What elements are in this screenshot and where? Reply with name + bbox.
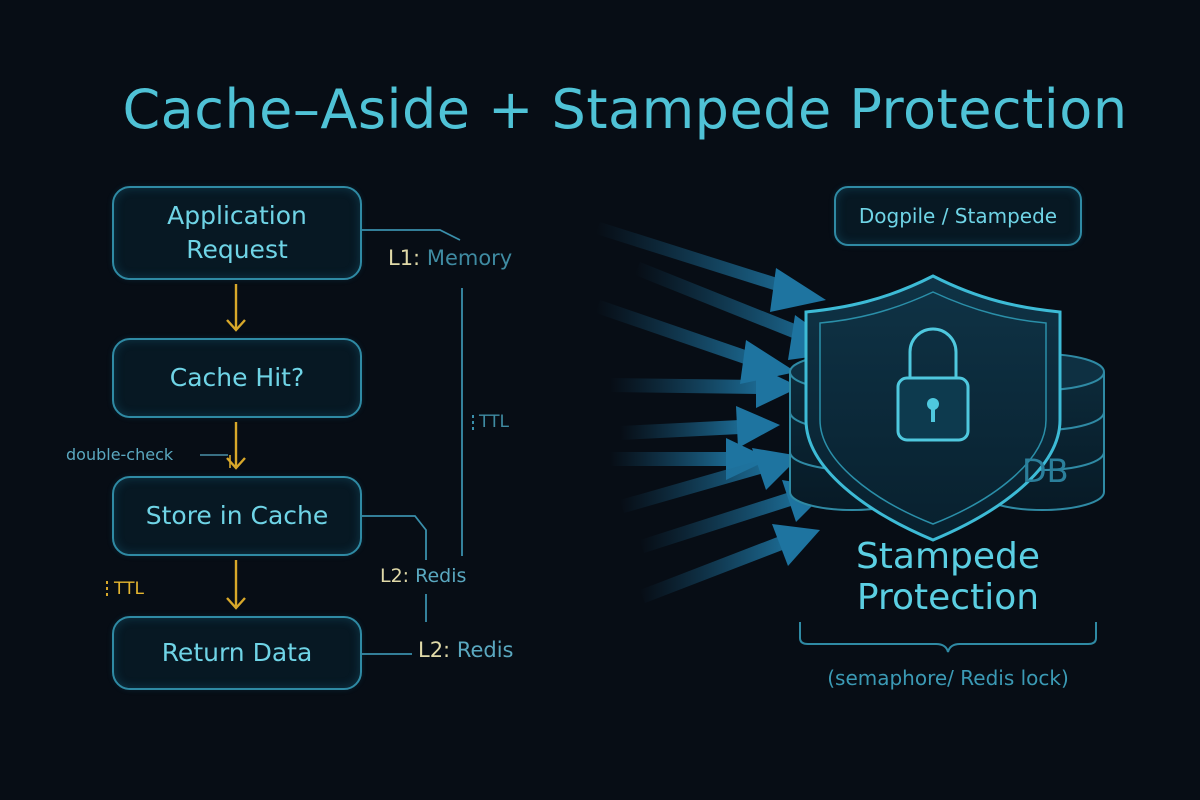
dogpile-stampede-label: Dogpile / Stampede — [858, 203, 1058, 228]
node-cache-hit-label: Cache Hit? — [169, 363, 305, 393]
incoming-request-arrows — [596, 222, 846, 603]
flow-arrow-1 — [226, 284, 246, 332]
stampede-protection-line-2: Protection — [856, 577, 1040, 619]
l2-upper-connector — [362, 515, 427, 622]
ttl-left-dots — [106, 581, 108, 596]
db-label: DB — [1022, 452, 1069, 490]
node-store-in-cache: Store in Cache — [112, 476, 362, 556]
node-application-request-line-2: Request — [186, 235, 288, 264]
l1-prefix: L1: — [388, 246, 421, 270]
stampede-protection-title: Stampede Protection — [800, 536, 1096, 619]
ttl-mid-label: TTL — [479, 412, 509, 432]
l1-memory-label: L1: Memory — [388, 246, 512, 270]
node-return-data: Return Data — [112, 616, 362, 690]
l1-name: Memory — [426, 246, 513, 270]
node-return-data-label: Return Data — [161, 638, 313, 668]
double-check-label: double-check — [66, 445, 174, 464]
flow-arrow-3 — [226, 560, 246, 610]
request-arrow — [620, 448, 800, 513]
request-arrow — [596, 222, 826, 312]
request-arrow — [596, 300, 796, 384]
protection-mechanism-label: (semaphore/ Redis lock) — [827, 666, 1069, 690]
node-application-request: Application Request — [112, 186, 362, 280]
l2-lower-prefix: L2: — [418, 638, 451, 662]
diagram-title: Cache–Aside + Stampede Protection — [122, 78, 1128, 141]
l1-connector — [362, 229, 463, 556]
lock-icon — [896, 327, 970, 442]
l2-lower-name: Redis — [456, 638, 514, 662]
request-arrow — [620, 406, 780, 448]
l2-lower-label: L2: Redis — [418, 638, 514, 662]
l2-upper-name: Redis — [415, 565, 467, 587]
node-store-in-cache-label: Store in Cache — [145, 501, 329, 531]
l2-upper-prefix: L2: — [380, 565, 410, 587]
l2-upper-label: L2: Redis — [380, 565, 466, 587]
ttl-left-label: TTL — [114, 579, 144, 599]
request-arrow — [610, 366, 800, 408]
node-application-request-line-1: Application — [167, 201, 307, 231]
ttl-mid-dots — [472, 415, 474, 430]
stampede-protection-line-1: Stampede — [855, 536, 1041, 577]
request-arrow — [640, 524, 820, 603]
node-cache-hit: Cache Hit? — [112, 338, 362, 418]
double-check-connector — [200, 454, 231, 468]
protection-brace — [799, 622, 1097, 653]
dogpile-stampede-box: Dogpile / Stampede — [834, 186, 1082, 246]
